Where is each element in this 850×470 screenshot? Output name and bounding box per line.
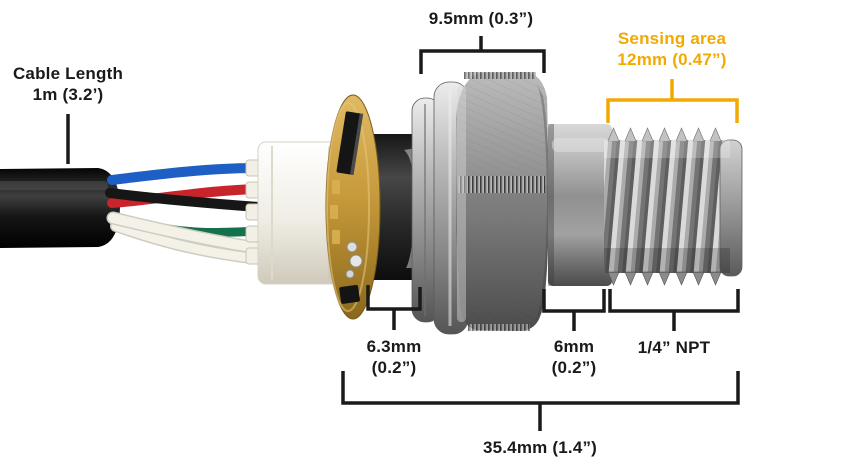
overall-length-label: 35.4mm (1.4”) bbox=[440, 437, 640, 458]
overall-length-value: 35.4mm (1.4”) bbox=[482, 438, 598, 457]
wire-blue bbox=[107, 163, 263, 185]
solder-joint bbox=[345, 269, 355, 279]
cable-length-line2: 1m (3.2’) bbox=[32, 85, 104, 104]
bracket-sensing-area bbox=[606, 79, 739, 123]
pcb-pad bbox=[332, 230, 340, 244]
hex-knurl-top-edge bbox=[464, 72, 536, 79]
pcb-section-label: 6.3mm (0.2”) bbox=[344, 336, 444, 378]
solder-joint bbox=[346, 241, 358, 253]
sensing-area-line2: 12mm (0.47”) bbox=[617, 50, 727, 69]
bracket-overall-length bbox=[341, 371, 740, 431]
hex-knurl-band bbox=[458, 176, 545, 193]
hex-width-value: 9.5mm (0.3”) bbox=[428, 9, 534, 28]
hex-nut bbox=[456, 72, 549, 331]
neck-cylinder bbox=[548, 124, 612, 286]
npt-threads bbox=[604, 127, 743, 286]
pcb-pad bbox=[330, 205, 338, 219]
pcb-disc bbox=[325, 94, 381, 320]
bracket-pcb-section bbox=[366, 285, 422, 330]
sensing-area-line1: Sensing area bbox=[617, 29, 727, 48]
neck-section-line1: 6mm bbox=[553, 337, 595, 356]
wire-red bbox=[107, 184, 263, 208]
pcb-section-line2: (0.2”) bbox=[371, 358, 417, 377]
neck-section-label: 6mm (0.2”) bbox=[524, 336, 624, 378]
neck-section-line2: (0.2”) bbox=[551, 358, 597, 377]
hex-knurl-bottom-edge bbox=[468, 324, 530, 331]
hex-width-label: 9.5mm (0.3”) bbox=[401, 8, 561, 29]
pcb-pad bbox=[332, 180, 340, 194]
bracket-thread-spec bbox=[608, 289, 740, 331]
thread-spec-label: 1/4” NPT bbox=[606, 337, 742, 358]
bracket-neck-section bbox=[542, 289, 606, 331]
cable-length-line1: Cable Length bbox=[12, 64, 124, 83]
wire-black bbox=[105, 188, 263, 212]
bracket-hex-width bbox=[419, 36, 546, 74]
pcb-chip-bottom bbox=[339, 284, 360, 304]
cable-length-label: Cable Length 1m (3.2’) bbox=[6, 63, 130, 105]
wire-white-2 bbox=[111, 221, 265, 264]
wire-bundle bbox=[105, 163, 266, 265]
dimension-brackets bbox=[66, 36, 740, 431]
sensing-area-label: Sensing area 12mm (0.47”) bbox=[592, 28, 752, 70]
solder-joint bbox=[349, 254, 363, 268]
pcb-chip-top bbox=[336, 111, 364, 176]
thread-spec-value: 1/4” NPT bbox=[637, 338, 711, 357]
pcb-section-line1: 6.3mm bbox=[366, 337, 422, 356]
cable-photo bbox=[0, 168, 120, 248]
wire-white-1 bbox=[108, 213, 263, 253]
thread-end-cap bbox=[719, 139, 743, 277]
